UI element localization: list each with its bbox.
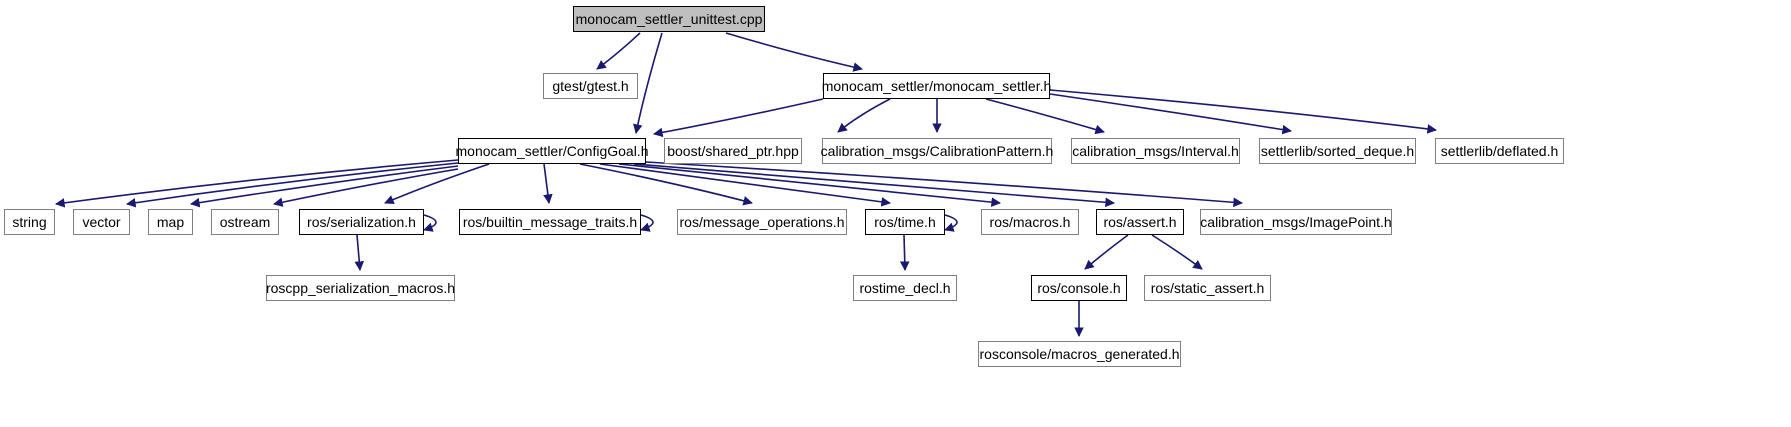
edge-monocamsettler-sharedptr	[837, 98, 891, 133]
node-label: ros/time.h	[874, 214, 936, 230]
edge-configgoal-macros	[618, 163, 1001, 207]
node-ros-time-h[interactable]: ros/time.h	[865, 209, 945, 235]
edge-builtintraits-self	[640, 214, 654, 232]
node-ros-builtin-message-traits-h[interactable]: ros/builtin_message_traits.h	[459, 209, 641, 235]
node-gtest-gtest-h[interactable]: gtest/gtest.h	[543, 73, 638, 99]
edge-monocamsettler-configgoal	[653, 98, 824, 138]
edge-configgoal-map	[190, 165, 459, 208]
edge-time-self	[944, 214, 958, 232]
node-roscpp-serialization-macros-h[interactable]: roscpp_serialization_macros.h	[266, 275, 455, 301]
node-settlerlib-deflated-h[interactable]: settlerlib/deflated.h	[1435, 138, 1564, 164]
node-ostream[interactable]: ostream	[211, 209, 279, 235]
node-ros-console-h[interactable]: ros/console.h	[1031, 275, 1127, 301]
node-monocam-settler-unittest-cpp[interactable]: monocam_settler_unittest.cpp	[573, 6, 765, 32]
edge-monocamsettler-deflated	[1049, 89, 1437, 134]
node-label: boost/shared_ptr.hpp	[667, 143, 799, 159]
node-label: ros/serialization.h	[307, 214, 416, 230]
edge-time-rostimedecl	[899, 234, 910, 271]
node-calibration-msgs-imagepoint-h[interactable]: calibration_msgs/ImagePoint.h	[1200, 209, 1392, 235]
node-label: roscpp_serialization_macros.h	[265, 280, 456, 296]
edge-monocamsettler-sorteddeque	[1049, 93, 1292, 135]
node-label: monocam_settler/monocam_settler.h	[821, 78, 1052, 94]
node-label: settlerlib/deflated.h	[1440, 143, 1559, 159]
node-vector[interactable]: vector	[73, 209, 130, 235]
node-label: gtest/gtest.h	[552, 78, 629, 94]
edge-serialization-roscppmacros	[354, 234, 365, 271]
edge-root-monocamsettler	[725, 32, 863, 72]
node-label: ros/macros.h	[989, 214, 1071, 230]
node-settlerlib-sorted-deque-h[interactable]: settlerlib/sorted_deque.h	[1259, 138, 1416, 164]
node-label: calibration_msgs/CalibrationPattern.h	[820, 143, 1054, 159]
edge-configgoal-string	[55, 159, 459, 208]
node-label: calibration_msgs/Interval.h	[1072, 143, 1239, 159]
edge-configgoal-vector	[126, 162, 459, 208]
edge-serialization-self	[423, 214, 437, 232]
node-label: ros/console.h	[1037, 280, 1121, 296]
node-label: monocam_settler/ConfigGoal.h	[455, 143, 649, 159]
node-calibration-msgs-calibrationpattern-h[interactable]: calibration_msgs/CalibrationPattern.h	[820, 138, 1054, 164]
node-string[interactable]: string	[4, 209, 55, 235]
node-rostime-decl-h[interactable]: rostime_decl.h	[853, 275, 957, 301]
node-label: string	[12, 214, 47, 230]
node-label: ros/assert.h	[1103, 214, 1177, 230]
node-rosconsole-macros-generated-h[interactable]: rosconsole/macros_generated.h	[978, 341, 1181, 367]
node-label: ros/static_assert.h	[1150, 280, 1265, 296]
node-label: rostime_decl.h	[859, 280, 951, 296]
node-label: map	[156, 214, 185, 230]
node-label: settlerlib/sorted_deque.h	[1260, 143, 1415, 159]
node-label: ostream	[219, 214, 271, 230]
node-label: vector	[82, 214, 121, 230]
node-calibration-msgs-interval-h[interactable]: calibration_msgs/Interval.h	[1071, 138, 1240, 164]
node-monocam-settler-configgoal-h[interactable]: monocam_settler/ConfigGoal.h	[455, 138, 649, 164]
node-ros-static-assert-h[interactable]: ros/static_assert.h	[1144, 275, 1271, 301]
edge-configgoal-serialization	[384, 163, 490, 205]
node-label: monocam_settler_unittest.cpp	[575, 11, 763, 27]
node-boost-shared-ptr-hpp[interactable]: boost/shared_ptr.hpp	[664, 138, 802, 164]
node-label: ros/builtin_message_traits.h	[462, 214, 638, 230]
node-map[interactable]: map	[148, 209, 193, 235]
node-monocam-settler-monocam-settler-h[interactable]: monocam_settler/monocam_settler.h	[821, 73, 1052, 99]
node-ros-message-operations-h[interactable]: ros/message_operations.h	[677, 209, 847, 235]
node-label: ros/message_operations.h	[679, 214, 845, 230]
node-label: rosconsole/macros_generated.h	[979, 346, 1180, 362]
edge-root-gtest	[596, 32, 641, 70]
edge-assert-console	[1084, 234, 1129, 270]
edge-configgoal-assert	[633, 163, 1115, 208]
edge-assert-staticassert	[1151, 234, 1203, 270]
edge-monocamsettler-interval	[985, 98, 1105, 135]
node-ros-assert-h[interactable]: ros/assert.h	[1096, 209, 1184, 235]
node-ros-serialization-h[interactable]: ros/serialization.h	[299, 209, 424, 235]
edge-root-configgoal	[633, 32, 663, 134]
edge-configgoal-ostream	[273, 168, 459, 207]
edge-configgoal-imagepoint	[645, 161, 1243, 208]
edge-configgoal-messageops	[579, 163, 753, 206]
edge-configgoal-time	[599, 163, 891, 207]
edge-configgoal-builtintraits	[543, 163, 553, 204]
node-ros-macros-h[interactable]: ros/macros.h	[981, 209, 1079, 235]
node-label: calibration_msgs/ImagePoint.h	[1200, 214, 1392, 230]
